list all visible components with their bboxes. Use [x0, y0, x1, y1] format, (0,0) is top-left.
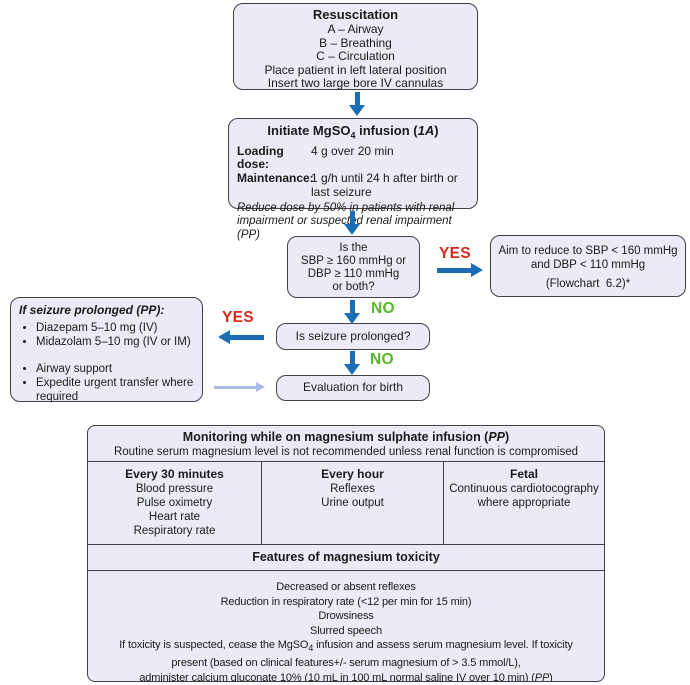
renal-impairment-note: Reduce dose by 50% in patients with rena…	[237, 201, 455, 241]
monitoring-table: Monitoring while on magnesium sulphate i…	[87, 425, 605, 682]
if-seizure-prolonged-box: If seizure prolonged (PP): Diazepam 5–10…	[10, 297, 203, 404]
column-item: where appropriate	[477, 497, 571, 509]
monitoring-header: Monitoring while on magnesium sulphate i…	[88, 426, 604, 462]
subscript-4: 4	[308, 643, 314, 654]
column-item: Respiratory rate	[133, 525, 216, 537]
list-item: Expedite urgent transfer where required	[36, 376, 194, 404]
column-item: Pulse oximetry	[136, 497, 213, 509]
arrow-down-icon	[349, 92, 365, 116]
resuscitation-title: Resuscitation	[312, 7, 399, 22]
column-item: Continuous cardiotocography	[449, 483, 599, 495]
toxicity-line: Slurred speech	[310, 624, 382, 637]
yes-label: YES	[222, 309, 254, 326]
no-label: NO	[370, 351, 394, 368]
seizure-prolonged-question-box: Is seizure prolonged?	[276, 323, 430, 350]
column-item: Blood pressure	[135, 483, 214, 495]
bp-question-line: DBP ≥ 110 mmHg	[307, 268, 400, 280]
seizure-drug-list: Diazepam 5–10 mg (IV) Midazolam 5–10 mg …	[19, 321, 194, 349]
bp-question-line: Is the	[339, 242, 368, 254]
resuscitation-line: C – Circulation	[316, 49, 395, 64]
list-item: Airway support	[36, 362, 194, 376]
subscript-4: 4	[350, 130, 356, 141]
bp-target-line: and DBP < 110 mmHg	[530, 259, 646, 271]
bp-target-line: Aim to reduce to SBP < 160 mmHg	[498, 245, 678, 257]
resuscitation-line: A – Airway	[327, 22, 384, 36]
column-header: Fetal	[509, 467, 538, 481]
monitoring-subtitle: Routine serum magnesium level is not rec…	[113, 446, 579, 458]
bp-question-line: SBP ≥ 160 mmHg or	[300, 255, 407, 267]
resuscitation-line: B – Breathing	[319, 35, 392, 50]
column-item: Reflexes	[330, 483, 375, 495]
resuscitation-box: Resuscitation A – Airway B – Breathing C…	[233, 3, 478, 90]
column-item: Urine output	[321, 497, 384, 509]
flowchart-reference: (Flowchart 6.2)*	[545, 278, 631, 290]
column-every-hour: Every hour Reflexes Urine output	[262, 462, 444, 544]
loading-dose-value: 4 g over 20 min	[311, 143, 394, 158]
resuscitation-line: Place patient in left lateral position	[264, 62, 447, 77]
evidence-grade: 1A	[417, 123, 435, 138]
column-fetal: Fetal Continuous cardiotocography where …	[444, 462, 604, 544]
seizure-support-list: Airway support Expedite urgent transfer …	[19, 362, 194, 404]
monitoring-title: Monitoring while on magnesium sulphate i…	[182, 430, 510, 444]
resuscitation-line: Insert two large bore IV cannulas	[267, 76, 444, 91]
toxicity-features-body: Decreased or absent reflexes Reduction i…	[88, 571, 604, 682]
toxicity-line: present (based on clinical features+/- s…	[171, 657, 521, 670]
yes-label: YES	[439, 245, 471, 262]
mgso4-title: Initiate MgSO4 infusion (1A)	[267, 123, 439, 141]
toxicity-features-header: Features of magnesium toxicity	[88, 545, 604, 571]
column-item: Heart rate	[148, 511, 201, 523]
maintenance-label: Maintenance:	[237, 171, 314, 186]
list-item: Midazolam 5–10 mg (IV or IM)	[36, 335, 194, 349]
maintenance-row: Maintenance: 1 g/h until 24 h after birt…	[237, 171, 469, 200]
mgso4-infusion-box: Initiate MgSO4 infusion (1A) Loading dos…	[228, 118, 478, 241]
arrow-down-icon	[344, 300, 360, 324]
evaluation-for-birth-box: Evaluation for birth	[276, 375, 430, 401]
column-header: Every hour	[321, 467, 384, 481]
arrow-down-icon	[344, 211, 360, 235]
arrow-left-icon	[218, 330, 264, 344]
if-seizure-prolonged-title: If seizure prolonged (PP):	[19, 303, 165, 317]
arrow-right-pale-icon	[214, 382, 265, 392]
no-label: NO	[371, 300, 395, 317]
column-every-30-minutes: Every 30 minutes Blood pressure Pulse ox…	[88, 462, 262, 544]
arrow-down-icon	[344, 351, 360, 375]
toxicity-line: If toxicity is suspected, cease the MgSO…	[119, 639, 573, 654]
bp-question-line: or both?	[332, 281, 375, 293]
toxicity-line: Reduction in respiratory rate (<12 per m…	[220, 595, 472, 608]
toxicity-line: administer calcium gluconate 10% (10 mL …	[139, 671, 553, 682]
toxicity-line: Drowsiness	[318, 610, 374, 623]
loading-dose-label: Loading dose:	[237, 143, 284, 172]
loading-dose-row: Loading dose: 4 g over 20 min	[237, 143, 469, 173]
toxicity-line: Decreased or absent reflexes	[276, 581, 416, 593]
arrow-right-icon	[437, 263, 483, 277]
bp-target-box: Aim to reduce to SBP < 160 mmHg and DBP …	[490, 235, 686, 297]
list-item: Diazepam 5–10 mg (IV)	[36, 321, 194, 335]
column-header: Every 30 minutes	[125, 467, 224, 481]
maintenance-value: 1 g/h until 24 h after birth or last sei…	[311, 171, 458, 199]
bp-decision-box: Is the SBP ≥ 160 mmHg or DBP ≥ 110 mmHg …	[287, 236, 420, 298]
monitoring-columns: Every 30 minutes Blood pressure Pulse ox…	[88, 462, 604, 545]
